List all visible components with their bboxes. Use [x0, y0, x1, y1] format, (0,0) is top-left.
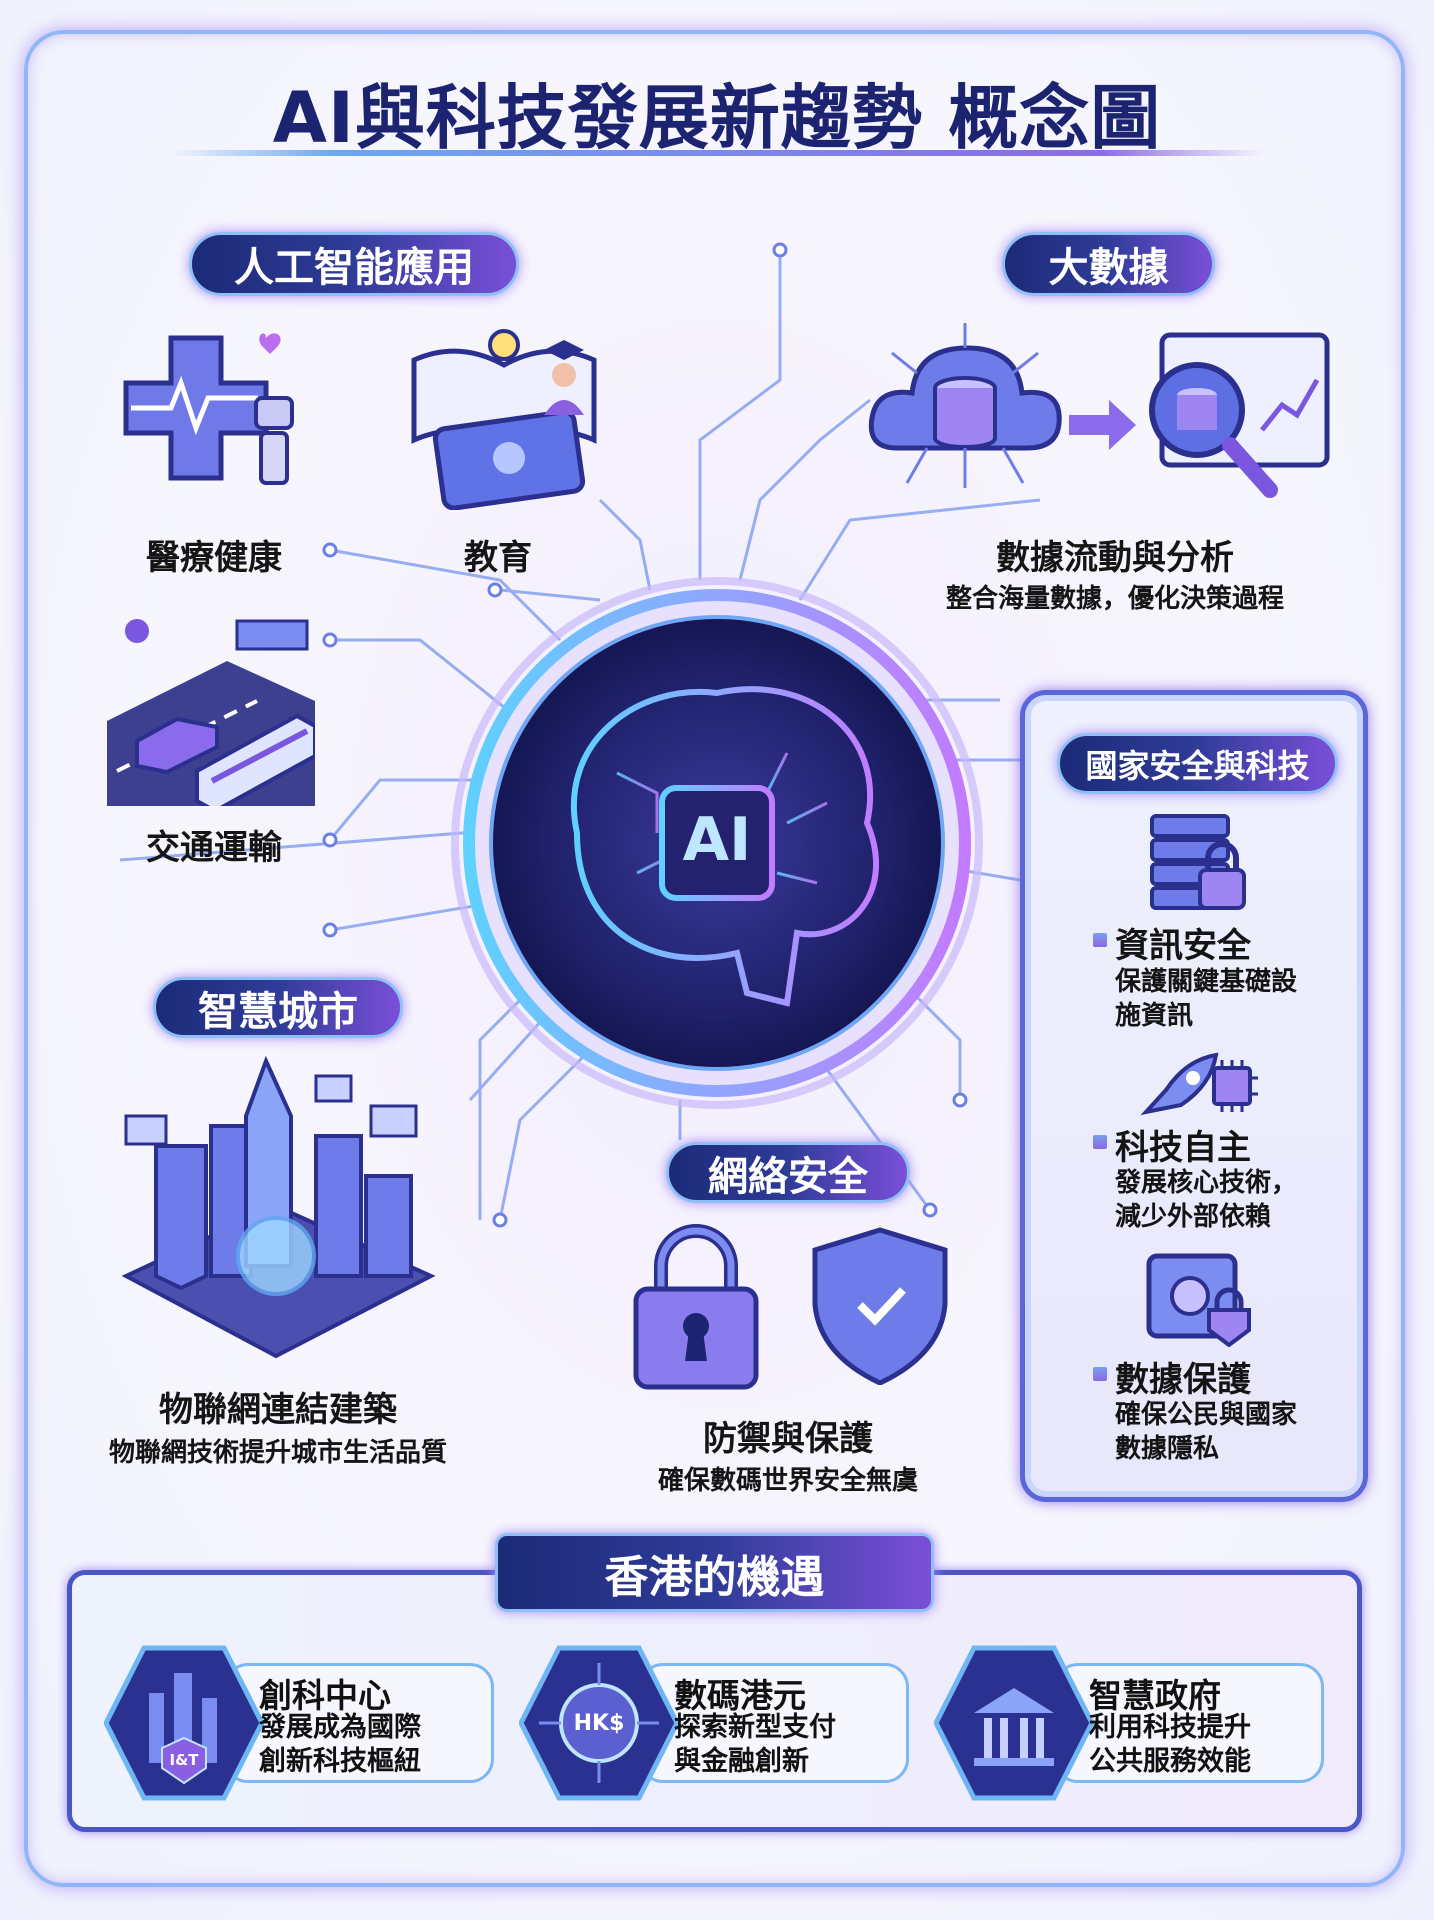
card-sub: 探索新型支付與金融創新 [674, 1711, 836, 1779]
data-analysis-icon [1149, 332, 1330, 498]
ai-applications-heading: 人工智能應用 [189, 232, 519, 296]
digital-currency-icon [519, 1645, 679, 1801]
info-security-sub-2: 施資訊 [1115, 1001, 1194, 1031]
card-sub-line: 創新科技樞紐 [259, 1746, 421, 1777]
card-sub: 發展成為國際創新科技樞紐 [259, 1711, 421, 1779]
arrow-right-icon [1069, 400, 1136, 450]
data-flow-sub: 整合海量數據，優化決策過程 [945, 584, 1285, 614]
server-lock-icon [1150, 814, 1246, 910]
innovation-badge: I&T [169, 1751, 199, 1769]
ai-brain-hub [451, 577, 983, 1109]
medical-health-label: 醫療健康 [146, 538, 282, 578]
info-security-sub-1: 保護關鍵基礎設 [1115, 967, 1298, 997]
medical-robot-icon [123, 333, 294, 485]
transport-label: 交通運輸 [146, 828, 282, 868]
hk-card-innovation-hub: I&T 創科中心 發展成為國際創新科技樞紐 [104, 1643, 524, 1803]
card-box [224, 1663, 494, 1783]
card-box [1054, 1663, 1324, 1783]
defense-label: 防禦與保護 [703, 1419, 873, 1459]
smart-city-icon [121, 1056, 436, 1359]
outer-frame [24, 30, 1405, 1887]
big-data-heading: 大數據 [1002, 232, 1215, 296]
card-sub-line: 發展成為國際 [259, 1712, 421, 1743]
data-flow-label: 數據流動與分析 [996, 538, 1234, 578]
shield-icon [812, 1227, 948, 1385]
iot-buildings-label: 物聯網連結建築 [159, 1390, 397, 1430]
bullet-icon [1093, 1367, 1107, 1381]
hk-opportunities-heading: 香港的機遇 [495, 1533, 934, 1612]
padlock-icon [633, 1224, 759, 1390]
card-sub-line: 公共服務效能 [1089, 1746, 1251, 1777]
title-underline [170, 150, 1264, 156]
national-security-heading: 國家安全與科技 [1057, 733, 1338, 794]
hkd-badge: HK$ [573, 1711, 625, 1736]
hk-card-smart-government: 智慧政府 利用科技提升公共服務效能 [934, 1643, 1354, 1803]
tech-autonomy-sub-2: 減少外部依賴 [1115, 1202, 1272, 1232]
card-box [639, 1663, 909, 1783]
innovation-city-icon [104, 1645, 264, 1801]
safe-lock-icon [1146, 1253, 1251, 1347]
rocket-chip-icon [1140, 1052, 1258, 1116]
government-building-icon [934, 1645, 1094, 1801]
hk-card-digital-hkd: HK$ 數碼港元 探索新型支付與金融創新 [519, 1643, 939, 1803]
education-label: 教育 [464, 538, 532, 578]
info-security-title: 資訊安全 [1115, 926, 1251, 966]
card-sub-line: 與金融創新 [674, 1746, 809, 1777]
data-protection-sub-2: 數據隱私 [1115, 1434, 1220, 1464]
iot-buildings-sub: 物聯網技術提升城市生活品質 [108, 1438, 448, 1468]
tech-autonomy-title: 科技自主 [1115, 1128, 1251, 1168]
page-title: AI與科技發展新趨勢 概念圖 [272, 77, 1162, 159]
bullet-icon [1093, 933, 1107, 947]
smart-city-heading: 智慧城市 [153, 977, 403, 1038]
card-sub-line: 利用科技提升 [1089, 1712, 1251, 1743]
bullet-icon [1093, 1135, 1107, 1149]
card-title: 智慧政府 [1089, 1676, 1221, 1715]
data-protection-title: 數據保護 [1115, 1360, 1251, 1400]
cloud-database-icon [868, 323, 1062, 488]
education-icon [411, 329, 597, 510]
card-sub: 利用科技提升公共服務效能 [1089, 1711, 1251, 1779]
cybersecurity-heading: 網絡安全 [666, 1142, 910, 1203]
data-protection-sub-1: 確保公民與國家 [1115, 1400, 1298, 1430]
transport-icon [107, 619, 315, 806]
tech-autonomy-sub-1: 發展核心技術， [1115, 1168, 1298, 1198]
card-sub-line: 探索新型支付 [674, 1712, 836, 1743]
card-title: 創科中心 [259, 1676, 391, 1715]
defense-sub: 確保數碼世界安全無虞 [657, 1466, 919, 1496]
card-title: 數碼港元 [674, 1676, 806, 1715]
ai-chip-label: AI [682, 805, 752, 875]
